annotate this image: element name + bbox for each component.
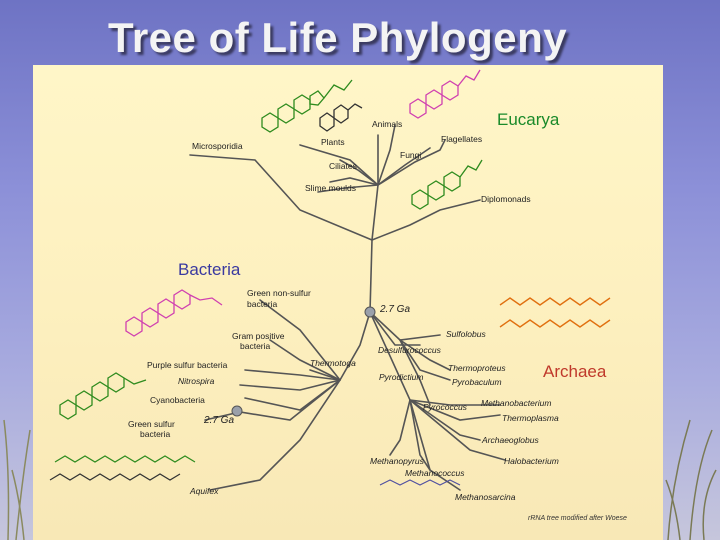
lipid-chain-bacteria-black [49, 473, 181, 481]
sterol-structure-eucarya-3 [409, 69, 481, 119]
taxon-pyrodictium: Pyrodictium [379, 372, 423, 382]
taxon-green-sulfur-2: bacteria [140, 429, 171, 439]
taxon-methanococcus: Methanococcus [405, 468, 465, 478]
taxon-methanopyrus: Methanopyrus [370, 456, 425, 466]
lipid-chain-archaea-bottom [379, 479, 461, 486]
time-marker-lower [231, 405, 243, 417]
lipid-chain-archaea-orange-1 [499, 297, 611, 306]
taxon-fungi: Fungi [400, 150, 421, 160]
taxon-desulfurococcus: Desulfurococcus [378, 345, 442, 355]
sterol-structure-eucarya-4 [411, 159, 483, 210]
sterol-structure-eucarya-1 [261, 79, 353, 133]
domain-label-eucarya: Eucarya [497, 110, 560, 129]
taxon-ciliates: Ciliates [329, 161, 357, 171]
sterol-structure-eucarya-2 [319, 103, 363, 132]
taxon-gram-positive-2: bacteria [240, 341, 271, 351]
hopanoid-structure-bacteria-1 [125, 289, 223, 337]
taxon-thermoplasma: Thermoplasma [502, 413, 559, 423]
taxon-green-non-sulfur-1: Green non-sulfur [247, 288, 311, 298]
taxon-microsporidia: Microsporidia [192, 141, 243, 151]
lipid-chain-bacteria-green [54, 455, 196, 463]
time-label-upper: 2.7 Ga [379, 304, 410, 315]
taxon-pyrococcus: Pyrococcus [423, 402, 468, 412]
taxon-cyanobacteria: Cyanobacteria [150, 395, 205, 405]
domain-label-archaea: Archaea [543, 362, 607, 381]
taxon-sulfolobus: Sulfolobus [446, 329, 486, 339]
taxon-aquifex: Aquifex [189, 486, 219, 496]
taxon-plants: Plants [321, 137, 345, 147]
taxon-methanobacterium: Methanobacterium [481, 398, 551, 408]
taxon-diplomonads: Diplomonads [481, 194, 531, 204]
taxon-green-non-sulfur-2: bacteria [247, 299, 278, 309]
taxon-slime-moulds: Slime moulds [305, 183, 356, 193]
grass-decoration-right [665, 419, 717, 540]
taxon-green-sulfur-1: Green sulfur [128, 419, 175, 429]
credit-note: rRNA tree modified after Woese [528, 515, 627, 522]
taxon-flagellates: Flagellates [441, 134, 482, 144]
taxon-gram-positive-1: Gram positive [232, 331, 285, 341]
domain-label-bacteria: Bacteria [178, 260, 241, 279]
taxon-purple-sulfur: Purple sulfur bacteria [147, 360, 228, 370]
time-marker-upper [364, 306, 376, 318]
taxon-thermotoga: Thermotoga [310, 358, 356, 368]
hopanoid-structure-bacteria-2 [59, 372, 147, 420]
lipid-chain-archaea-orange-2 [499, 319, 611, 328]
taxon-methanosarcina: Methanosarcina [455, 492, 516, 502]
taxon-animals: Animals [372, 119, 402, 129]
taxon-halobacterium: Halobacterium [504, 456, 559, 466]
taxon-nitrospira: Nitrospira [178, 376, 215, 386]
tree-branches [189, 124, 506, 491]
time-label-lower: 2.7 Ga [203, 415, 234, 426]
taxon-pyrobaculum: Pyrobaculum [452, 377, 502, 387]
slide-title: Tree of Life Phylogeny [108, 14, 568, 61]
grass-decoration-left [3, 419, 31, 540]
taxon-archaeoglobus: Archaeoglobus [481, 435, 539, 445]
taxon-thermoproteus: Thermoproteus [448, 363, 506, 373]
